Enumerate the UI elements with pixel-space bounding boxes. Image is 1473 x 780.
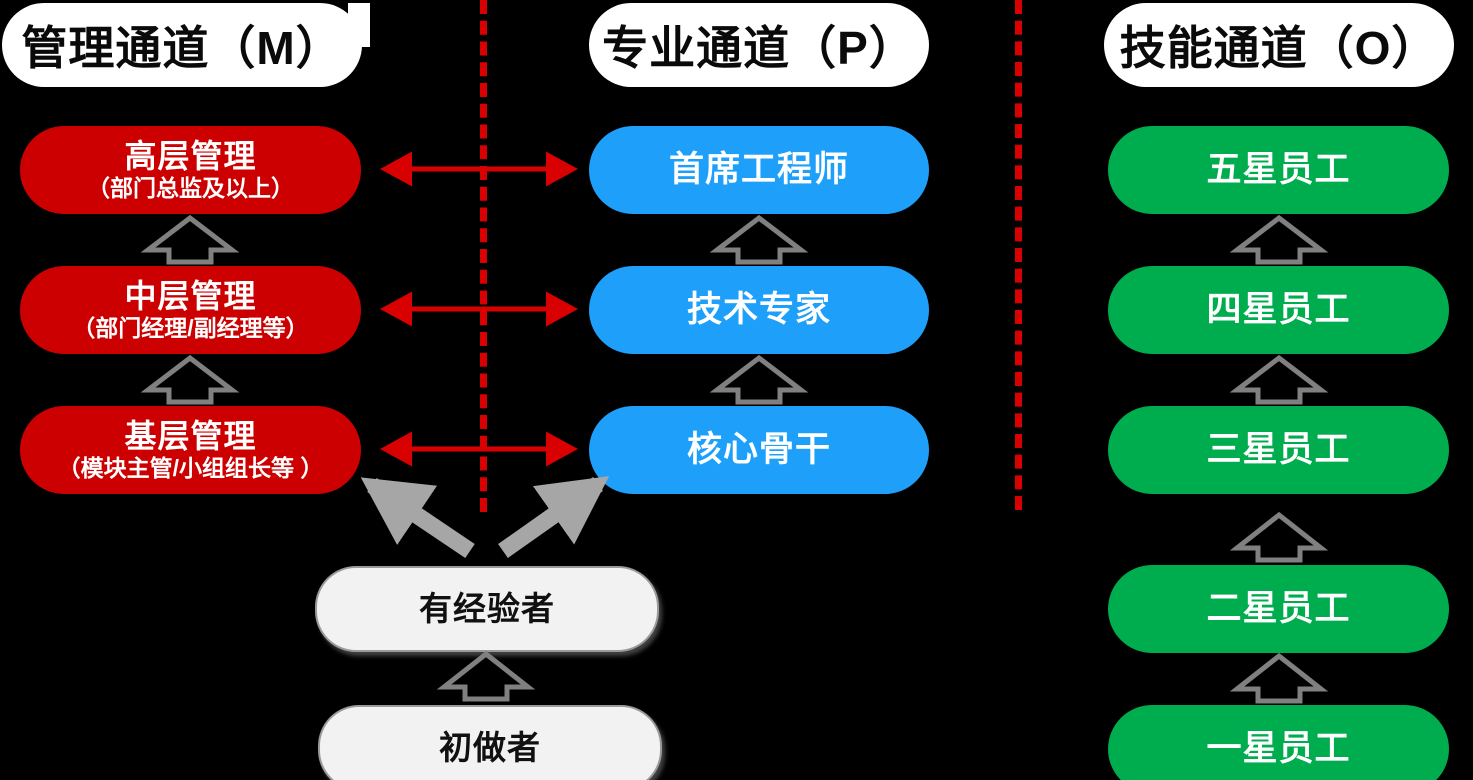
level-title: 技术专家 [686,290,831,330]
level-title: 三星员工 [1206,430,1351,470]
divider-professional-skill [1015,0,1022,510]
level-box-skill-one-star[interactable]: 一星员工 [1108,705,1449,780]
column-header-skill-label: 技能通道（O） [1119,22,1439,74]
divider-management-professional [480,0,487,512]
level-title: 一星员工 [1206,729,1351,769]
promotion-arrow-professional-expert-to-chief [709,354,809,405]
column-header-management-label: 管理通道（M） [21,22,343,74]
level-box-management-middle[interactable]: 中层管理 （部门经理/副经理等） [20,266,361,354]
promotion-arrow-skill-two-to-three [1229,511,1329,563]
level-box-skill-three-star[interactable]: 三星员工 [1108,406,1449,494]
level-box-skill-four-star[interactable]: 四星员工 [1108,266,1449,354]
column-header-management: 管理通道（M） [2,3,370,87]
level-title: 高层管理 [124,138,257,175]
level-box-professional-chief-engineer[interactable]: 首席工程师 [589,126,929,214]
entry-branch-arrow-to-professional [498,476,610,558]
column-header-skill: 技能通道（O） [1104,3,1454,87]
level-title: 四星员工 [1206,290,1351,330]
entry-label: 初做者 [439,729,541,767]
promotion-arrow-management-middle-to-senior [140,354,240,405]
level-subtitle: （部门总监及以上） [87,174,294,201]
promotion-arrow-management-junior-to-middle [140,214,240,265]
promotion-arrow-beginner-to-experienced [436,650,536,702]
entry-label: 有经验者 [419,590,555,628]
level-title: 中层管理 [124,278,257,315]
level-title: 基层管理 [124,418,257,455]
entry-box-experienced[interactable]: 有经验者 [315,566,659,652]
level-box-professional-core-backbone[interactable]: 核心骨干 [589,406,929,494]
level-box-management-junior[interactable]: 基层管理 （模块主管/小组组长等 ） [20,406,361,494]
column-header-professional: 专业通道（P） [589,3,929,87]
level-box-management-senior[interactable]: 高层管理 （部门总监及以上） [20,126,361,214]
level-title: 五星员工 [1206,150,1351,190]
entry-branch-arrow-to-management [360,477,475,559]
level-title: 二星员工 [1206,589,1351,629]
promotion-arrow-professional-core-to-expert [709,214,809,265]
level-box-professional-tech-expert[interactable]: 技术专家 [589,266,929,354]
level-box-skill-five-star[interactable]: 五星员工 [1108,126,1449,214]
entry-box-beginner[interactable]: 初做者 [318,705,662,780]
level-title: 核心骨干 [686,430,831,470]
level-subtitle: （部门经理/副经理等） [72,314,309,341]
promotion-arrow-skill-one-to-two [1229,652,1329,704]
promotion-arrow-skill-three-to-four [1229,354,1329,405]
column-header-professional-label: 专业通道（P） [602,22,916,74]
level-subtitle: （模块主管/小组组长等 ） [57,454,324,481]
level-title: 首席工程师 [668,150,849,190]
promotion-arrow-skill-four-to-five [1229,214,1329,265]
level-box-skill-two-star[interactable]: 二星员工 [1108,565,1449,653]
